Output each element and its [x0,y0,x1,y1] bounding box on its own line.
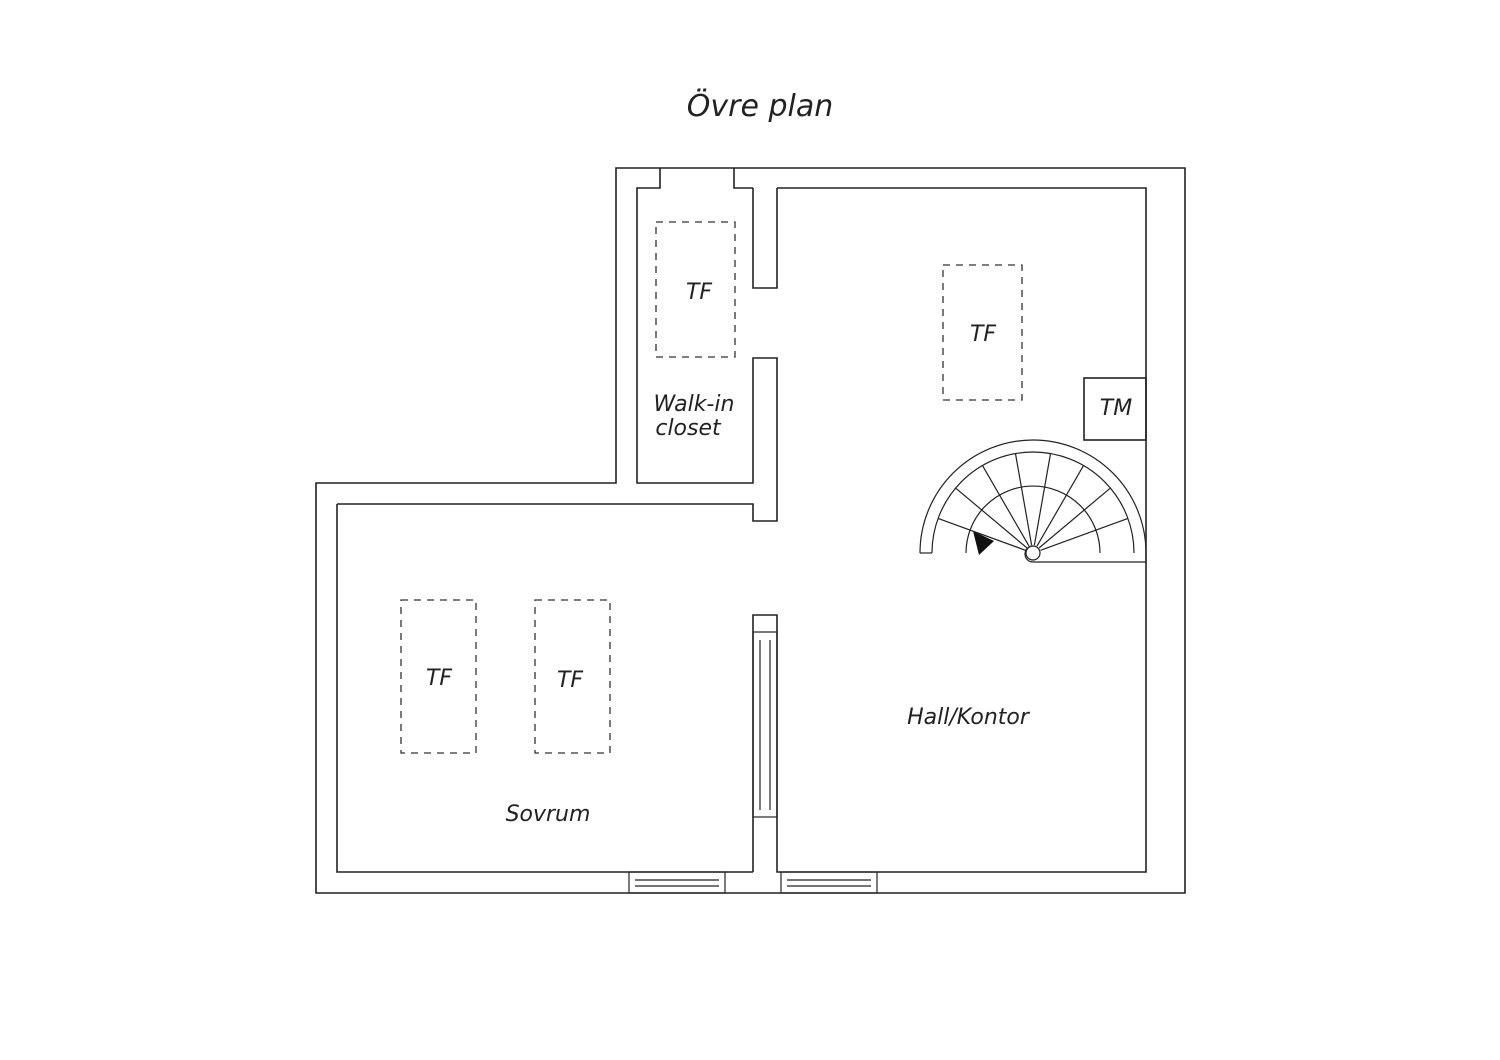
stair-direction-arrow [973,531,994,555]
stair-tread [955,487,1028,549]
stair-tread [1038,487,1111,549]
spiral-staircase [919,439,1147,563]
stair-tread [1040,517,1129,551]
stair-tread [981,465,1030,547]
room-label-closet-line1: Walk-in [654,392,735,417]
tf-label-hall: TF [970,322,996,347]
stair-tread [937,517,1026,551]
tf-label-closet: TF [686,280,712,305]
skylight-hall [942,264,1023,401]
stair-tread [1014,453,1033,546]
sliding-door [752,631,778,818]
bedroom-inner-wall [337,168,778,522]
tm-label: TM [1100,396,1132,421]
stair-tread [1036,465,1085,547]
window-hall [780,871,878,894]
stair-tread [1033,453,1052,546]
skylight-closet [655,221,736,358]
room-label-bedroom: Sovrum [506,802,591,827]
window-bedroom [628,871,726,894]
plan-title: Övre plan [687,88,833,124]
tf-label-bedroom-right: TF [557,668,583,693]
tf-label-bedroom-left: TF [426,666,452,691]
room-label-hall: Hall/Kontor [907,705,1031,730]
bedroom-wall-lower [336,504,753,873]
skylight-bedroom-right [534,599,611,754]
tm-box [1083,377,1147,441]
skylight-bedroom-left [400,599,477,754]
hall-inner-wall [752,187,1147,873]
outer-wall [315,167,1186,894]
room-label-closet-line2: closet [655,416,722,441]
